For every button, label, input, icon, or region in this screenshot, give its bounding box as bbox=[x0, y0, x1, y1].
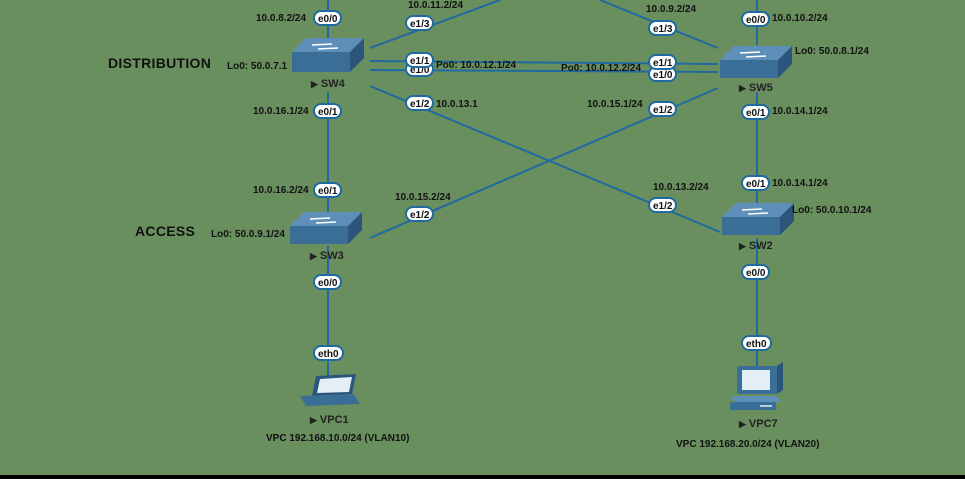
vpc7-desktop-icon[interactable] bbox=[730, 362, 783, 410]
sw4-name[interactable]: ▶SW4 bbox=[311, 78, 345, 90]
port-sw4-e1-2[interactable]: e1/2 bbox=[405, 95, 435, 111]
port-vpc1-eth0[interactable]: eth0 bbox=[313, 345, 344, 361]
play-icon: ▶ bbox=[739, 83, 746, 93]
play-icon: ▶ bbox=[310, 251, 317, 261]
play-icon: ▶ bbox=[739, 241, 746, 251]
vpc1-name-text: VPC1 bbox=[319, 414, 349, 426]
addr-sw4-e1-3: 10.0.11.2/24 bbox=[408, 0, 464, 11]
addr-sw3-e1-2: 10.0.15.2/24 bbox=[395, 192, 451, 203]
addr-sw4-e1-2: 10.0.13.1 bbox=[436, 99, 478, 110]
port-sw5-e1-2[interactable]: e1/2 bbox=[648, 101, 678, 117]
port-sw4-e0-0[interactable]: e0/0 bbox=[313, 10, 343, 26]
addr-sw3-e0-1: 10.0.16.2/24 bbox=[253, 185, 309, 196]
sw5-switch-icon[interactable] bbox=[720, 46, 792, 78]
sw3-name-text: SW3 bbox=[319, 250, 344, 262]
sw5-loopback: Lo0: 50.0.8.1/24 bbox=[795, 46, 869, 57]
vpc7-subnet: VPC 192.168.20.0/24 (VLAN20) bbox=[676, 439, 820, 450]
port-sw3-e0-0[interactable]: e0/0 bbox=[313, 274, 343, 290]
sw4-switch-icon[interactable] bbox=[292, 38, 364, 72]
section-distribution-label: DISTRIBUTION bbox=[108, 55, 212, 71]
addr-sw5-po0: Po0: 10.0.12.2/24 bbox=[561, 63, 642, 74]
vpc7-name-text: VPC7 bbox=[748, 418, 778, 430]
sw3-name[interactable]: ▶SW3 bbox=[310, 250, 344, 262]
addr-sw2-e1-2: 10.0.13.2/24 bbox=[653, 182, 709, 193]
sw5-name-text: SW5 bbox=[748, 82, 773, 94]
sw2-name[interactable]: ▶SW2 bbox=[739, 240, 773, 252]
port-sw5-e1-1[interactable]: e1/1 bbox=[648, 54, 678, 70]
sw4-name-text: SW4 bbox=[320, 78, 345, 90]
addr-sw2-e0-1: 10.0.14.1/24 bbox=[772, 178, 828, 189]
link-sw4-e1-3 bbox=[369, 0, 501, 49]
addr-sw4-po0: Po0: 10.0.12.1/24 bbox=[436, 60, 517, 71]
play-icon: ▶ bbox=[311, 79, 318, 89]
sw3-loopback: Lo0: 50.0.9.1/24 bbox=[211, 229, 285, 240]
vpc7-name[interactable]: ▶VPC7 bbox=[739, 418, 778, 430]
sw3-switch-icon[interactable] bbox=[290, 212, 362, 244]
vpc1-name[interactable]: ▶VPC1 bbox=[310, 414, 349, 426]
addr-sw5-e1-3: 10.0.9.2/24 bbox=[646, 4, 697, 15]
addr-sw5-e0-1: 10.0.14.1/24 bbox=[772, 106, 828, 117]
port-sw5-e0-1[interactable]: e0/1 bbox=[741, 104, 771, 120]
port-sw2-e0-0[interactable]: e0/0 bbox=[741, 264, 771, 280]
port-sw2-e0-1[interactable]: e0/1 bbox=[741, 175, 771, 191]
sw5-name[interactable]: ▶SW5 bbox=[739, 82, 773, 94]
port-sw5-e0-0[interactable]: e0/0 bbox=[741, 11, 771, 27]
play-icon: ▶ bbox=[310, 415, 317, 425]
sw2-loopback: Lo0: 50.0.10.1/24 bbox=[792, 205, 872, 216]
bottom-border bbox=[0, 475, 965, 479]
port-sw5-e1-3[interactable]: e1/3 bbox=[648, 20, 678, 36]
port-sw3-e1-2[interactable]: e1/2 bbox=[405, 206, 435, 222]
vpc1-laptop-icon[interactable] bbox=[300, 374, 360, 406]
port-sw4-e1-3[interactable]: e1/3 bbox=[405, 15, 435, 31]
sw2-name-text: SW2 bbox=[748, 240, 773, 252]
sw4-loopback: Lo0: 50.0.7.1 bbox=[227, 61, 288, 72]
sw2-switch-icon[interactable] bbox=[722, 203, 794, 235]
addr-sw5-e1-2: 10.0.15.1/24 bbox=[587, 99, 643, 110]
port-sw3-e0-1[interactable]: e0/1 bbox=[313, 182, 343, 198]
port-sw4-e0-1[interactable]: e0/1 bbox=[313, 103, 343, 119]
addr-sw4-e0-1: 10.0.16.1/24 bbox=[253, 106, 309, 117]
play-icon: ▶ bbox=[739, 419, 746, 429]
section-access-label: ACCESS bbox=[135, 223, 196, 239]
port-sw2-e1-2[interactable]: e1/2 bbox=[648, 197, 678, 213]
vpc1-subnet: VPC 192.168.10.0/24 (VLAN10) bbox=[266, 433, 410, 444]
addr-sw4-e0-0: 10.0.8.2/24 bbox=[256, 13, 307, 24]
addr-sw5-e0-0: 10.0.10.2/24 bbox=[772, 13, 828, 24]
port-sw4-e1-1[interactable]: e1/1 bbox=[405, 52, 435, 68]
port-vpc7-eth0[interactable]: eth0 bbox=[741, 335, 772, 351]
